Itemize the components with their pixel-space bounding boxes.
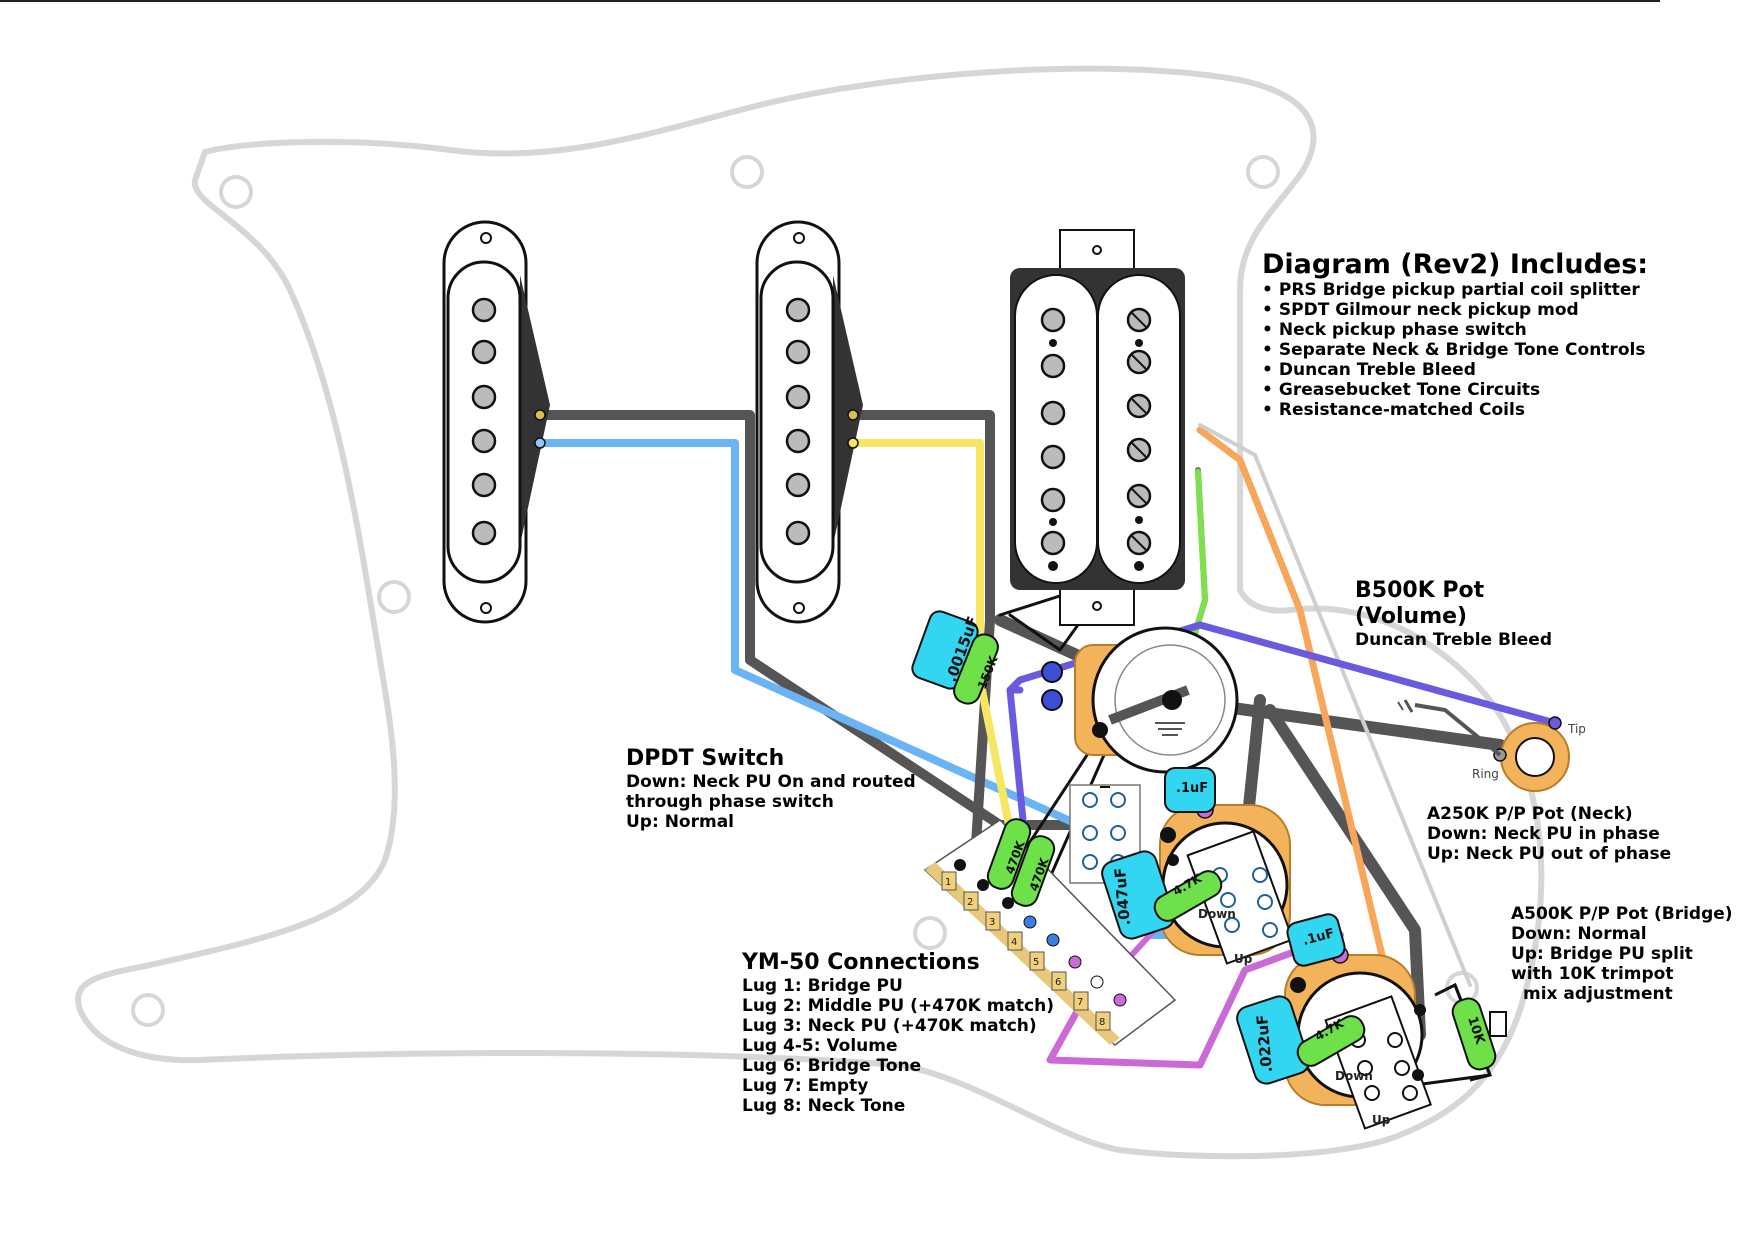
lug-number: 2: [967, 897, 973, 908]
ym50-line: Lug 8: Neck Tone: [742, 1096, 906, 1116]
ym50-line: Lug 1: Bridge PU: [742, 976, 903, 996]
neck-pp-up-label: Up: [1234, 952, 1253, 966]
lug-number: 8: [1099, 1017, 1105, 1028]
neck-tone-cap-label: .047uF: [1111, 867, 1134, 926]
neck-small-cap: .1uF: [1164, 767, 1216, 813]
summary-item: PRS Bridge pickup partial coil splitter: [1262, 280, 1648, 300]
bridge-pot-line: mix adjustment: [1523, 984, 1673, 1004]
neck-pot-line: Down: Neck PU in phase: [1427, 824, 1660, 844]
wire-ground-middle: [850, 410, 995, 865]
bridge-pot-line: with 10K trimpot: [1511, 964, 1674, 984]
ym50-line: Lug 2: Middle PU (+470K match): [742, 996, 1054, 1016]
bridge-tone-cap: .022uF: [1236, 995, 1310, 1085]
summary-item: Separate Neck & Bridge Tone Controls: [1262, 340, 1648, 360]
ym50-line: Lug 4-5: Volume: [742, 1036, 898, 1056]
bridge-pp-down-label: Down: [1335, 1069, 1373, 1083]
jack-ring-label: Ring: [1472, 767, 1499, 781]
bridge-tone-cap-label: .022uF: [1253, 1014, 1276, 1073]
lug-number: 5: [1033, 957, 1039, 968]
trimpot-10k: 10K: [1434, 982, 1507, 1082]
dpdt-line: through phase switch: [626, 792, 834, 812]
bridge-pot-label: A500K P/P Pot (Bridge) Down: Normal Up: …: [1511, 904, 1733, 1004]
summary-list: PRS Bridge pickup partial coil splitter …: [1262, 280, 1648, 420]
neck-pp-down-label: Down: [1198, 907, 1236, 921]
ym50-label: YM-50 Connections Lug 1: Bridge PU Lug 2…: [742, 950, 1054, 1116]
bridge-humbucker: [1010, 229, 1185, 626]
neck-tone-cap: .047uF: [1101, 850, 1175, 940]
screw-hole: [730, 155, 764, 189]
volume-pot-title-1: B500K Pot: [1355, 578, 1485, 603]
bridge-pot-line: Up: Bridge PU split: [1511, 944, 1693, 964]
screw-hole: [377, 580, 411, 614]
screw-hole: [913, 916, 947, 950]
summary-title: Diagram (Rev2) Includes:: [1262, 249, 1649, 280]
lug-number: 1: [945, 877, 951, 888]
wire-yellow-middle: [851, 439, 1014, 834]
dpdt-label: DPDT Switch Down: Neck PU On and routed …: [626, 746, 916, 832]
wire-hb-white: [1198, 423, 1472, 987]
summary-item: Resistance-matched Coils: [1262, 400, 1648, 420]
bridge-pot-line: Down: Normal: [1511, 924, 1647, 944]
output-jack: Tip Ring: [1397, 699, 1586, 792]
middle-pickup: [755, 220, 863, 624]
dpdt-line: Down: Neck PU On and routed: [626, 772, 916, 792]
summary-item: Greasebucket Tone Circuits: [1262, 380, 1648, 400]
neck-pot-title: A250K P/P Pot (Neck): [1427, 804, 1633, 824]
screw-hole: [219, 175, 253, 209]
ym50-lug-numbers: 1 2 3 4 5 6 7 8: [945, 877, 1105, 1028]
screw-hole: [131, 993, 165, 1027]
wire-purple: [1046, 931, 1344, 1069]
jack-tip-label: Tip: [1567, 722, 1586, 736]
summary-item: Duncan Treble Bleed: [1262, 360, 1648, 380]
summary-item: Neck pickup phase switch: [1262, 320, 1648, 340]
bridge-pp-up-label: Up: [1372, 1113, 1391, 1127]
volume-pot-title-2: (Volume): [1355, 604, 1468, 629]
neck-small-cap-label: .1uF: [1176, 781, 1208, 796]
summary-block: Diagram (Rev2) Includes: PRS Bridge pick…: [1262, 249, 1649, 421]
wire-hb-orange: [1196, 426, 1399, 1014]
volume-pot: [1041, 626, 1239, 774]
ym50-line: Lug 3: Neck PU (+470K match): [742, 1016, 1037, 1036]
lug-number: 6: [1055, 977, 1061, 988]
wire-ground-right: [1264, 704, 1426, 1041]
dpdt-line: Up: Normal: [626, 812, 734, 832]
ym50-line: Lug 6: Bridge Tone: [742, 1056, 922, 1076]
dpdt-title: DPDT Switch: [626, 746, 785, 771]
neck-pp-pot: Down Up: [1159, 801, 1295, 966]
volume-pot-label: B500K Pot (Volume) Duncan Treble Bleed: [1355, 578, 1552, 650]
bridge-small-cap: .1uF: [1286, 913, 1346, 967]
wire-violet-2: [1006, 686, 1029, 844]
neck-pot-line: Up: Neck PU out of phase: [1427, 844, 1672, 864]
summary-item: SPDT Gilmour neck pickup mod: [1262, 300, 1648, 320]
bridge-pot-title: A500K P/P Pot (Bridge): [1511, 904, 1733, 924]
ym50-line: Lug 7: Empty: [742, 1076, 869, 1096]
lug-number: 3: [989, 917, 995, 928]
lug-number: 4: [1011, 937, 1017, 948]
volume-pot-subtitle: Duncan Treble Bleed: [1355, 630, 1552, 650]
neck-pot-label: A250K P/P Pot (Neck) Down: Neck PU in ph…: [1427, 804, 1671, 864]
lug-number: 7: [1077, 997, 1083, 1008]
ym50-title: YM-50 Connections: [742, 950, 980, 975]
neck-pickup: [442, 220, 550, 624]
screw-hole: [1246, 155, 1280, 189]
